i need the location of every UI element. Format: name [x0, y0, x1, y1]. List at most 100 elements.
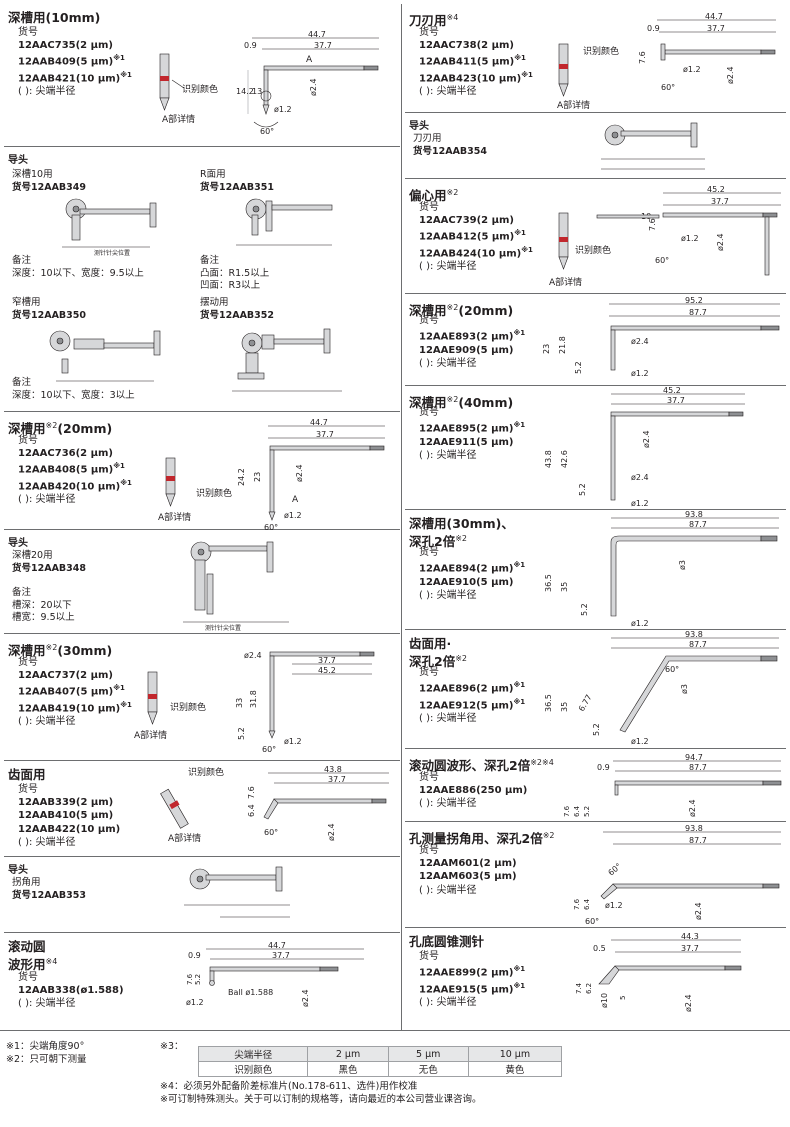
tip-color-table: 尖端半径 2 μm 5 μm 10 μm 识别颜色 黑色 无色 黄色: [197, 1046, 563, 1077]
svg-text:ø1.2: ø1.2: [284, 511, 302, 520]
svg-text:95.2: 95.2: [685, 296, 703, 305]
section-deep-groove-10mm: 深槽用(10mm) 货号 12AAC735(2 μm) 12AAB409(5 μ…: [4, 4, 400, 147]
svg-text:5.2: 5.2: [194, 974, 202, 985]
guide-d-drawing: [232, 328, 342, 392]
guide-b-notes: 备注 凸面：R1.5以上 凹面：R3以上: [200, 255, 270, 291]
svg-text:37.7: 37.7: [272, 951, 290, 960]
svg-text:ø2.4: ø2.4: [684, 994, 693, 1012]
footer-notes-bottom: ※4：必须另外配备阶差标准片(No.178-611、选件)用作校准 ※可订制特殊…: [160, 1081, 482, 1105]
stylus-drawing: 44.7 37.7 0.9 7.6 ø1.2 ø2.4 60°: [638, 12, 776, 92]
part-list: 货号 12AAE886(250 μm) ( ): 尖端半径: [419, 772, 528, 810]
part-list: 货号 12AAM601(2 μm) 12AAM603(5 μm) ( ): 尖端…: [419, 845, 517, 896]
id-color-label: 识别颜色: [182, 83, 218, 95]
footer-notes-left: ※1：尖端角度90° ※2：只可朝下测量: [6, 1041, 87, 1065]
svg-text:5.2: 5.2: [583, 806, 591, 817]
stylus-drawing: 44.3 37.7 0.5 7.4 6.2 5 ø10 ø2.4: [575, 932, 742, 1012]
guide-info: 深槽20用 货号12AAB348 备注 槽深：20以下 槽宽：9.5以上: [12, 550, 86, 623]
table-header-cell: 2 μm: [307, 1046, 389, 1062]
svg-text:37.7: 37.7: [681, 944, 699, 953]
table-cell: 黑色: [307, 1061, 389, 1077]
guide-c-drawing: [49, 330, 161, 382]
section-deep-groove-20mm: 深槽用※2(20mm) 货号 12AAC736(2 μm) 12AAB408(5…: [4, 412, 400, 532]
svg-text:ø2.4: ø2.4: [642, 430, 651, 448]
guide-d: 摆动用 货号12AAB352: [200, 297, 274, 321]
svg-text:45.2: 45.2: [318, 666, 336, 675]
section-gear-surface: 齿面用 货号 12AAB339(2 μm) 12AAB410(5 μm) 12A…: [4, 761, 400, 857]
section-title: 深槽用(30mm)、深孔2倍※2: [409, 516, 514, 550]
stylus-drawing: 94.7 87.7 0.9 7.6 6.4 5.2 ø2.4: [563, 753, 782, 817]
svg-text:ø2.4: ø2.4: [631, 473, 649, 482]
svg-text:0.9: 0.9: [647, 24, 660, 33]
svg-text:ø3: ø3: [680, 684, 689, 694]
svg-text:5.2: 5.2: [592, 723, 601, 736]
svg-text:43.8: 43.8: [544, 450, 553, 468]
svg-text:Ball ø1.588: Ball ø1.588: [228, 988, 273, 997]
svg-text:识别颜色: 识别颜色: [188, 766, 224, 778]
stylus-drawing: 44.7 37.7 0.9 7.6 5.2 ø1.2 Ball ø1.588 ø…: [186, 941, 364, 1007]
stylus-drawing: 93.8 87.7 36.5 35 6.77 5.2 ø3 ø1.2 60°: [544, 630, 779, 746]
svg-text:0.9: 0.9: [188, 951, 201, 960]
part-list: 货号 12AAC737(2 μm) 12AAB407(5 μm)※1 12AAB…: [18, 657, 132, 728]
guide-drawing: [184, 866, 290, 918]
section-title: 齿面用·深孔2倍※2: [409, 636, 467, 670]
svg-text:37.7: 37.7: [314, 41, 332, 50]
svg-text:ø2.4: ø2.4: [694, 902, 703, 920]
svg-text:识别颜色: 识别颜色: [575, 244, 611, 256]
svg-text:37.7: 37.7: [328, 775, 346, 784]
svg-text:ø1.2: ø1.2: [274, 105, 292, 114]
svg-text:45.2: 45.2: [707, 185, 725, 194]
section-cone-stylus: 孔底圆锥测针 货号 12AAE899(2 μm)※1 12AAE915(5 μm…: [405, 928, 786, 1022]
svg-text:识别颜色: 识别颜色: [196, 487, 232, 499]
a-detail-figure: A部详情 识别颜色: [159, 53, 218, 125]
section-gear-deep-hole: 齿面用·深孔2倍※2 货号 12AAE896(2 μm)※1 12AAE912(…: [405, 630, 786, 749]
section-title: 齿面用: [8, 767, 46, 782]
part-list: 货号 12AAC739(2 μm) 12AAB412(5 μm)※1 12AAB…: [419, 202, 533, 273]
svg-text:6.77: 6.77: [577, 693, 594, 713]
svg-text:测针针尖位置: 测针针尖位置: [94, 249, 130, 257]
section-title: 深槽用※2(20mm): [8, 421, 113, 437]
svg-text:42.6: 42.6: [560, 450, 569, 468]
part-list: 货号 12AAE894(2 μm)※1 12AAE910(5 μm) ( ): …: [419, 547, 526, 601]
svg-text:24.2: 24.2: [237, 468, 246, 486]
svg-text:7.6: 7.6: [247, 786, 256, 799]
section-guide-corner: 导头 拐角用 货号12AAB353: [4, 857, 400, 933]
svg-text:识别颜色: 识别颜色: [583, 45, 619, 57]
section-title: 深槽用※2(40mm): [409, 395, 514, 411]
section-title: 深槽用(10mm): [8, 10, 101, 25]
svg-text:ø2.4: ø2.4: [309, 78, 318, 96]
section-guide-deep20: 导头 深槽20用 货号12AAB348 备注 槽深：20以下 槽宽：9.5以上 …: [4, 530, 400, 634]
part-list: 货号 12AAC736(2 μm) 12AAB408(5 μm)※1 12AAB…: [18, 435, 132, 506]
svg-text:0.9: 0.9: [597, 763, 610, 772]
svg-text:A部详情: A部详情: [557, 99, 590, 111]
svg-text:21.8: 21.8: [558, 336, 567, 354]
svg-text:87.7: 87.7: [689, 308, 707, 317]
svg-text:5: 5: [619, 996, 627, 1000]
guide-a: 深槽10用 货号12AAB349: [12, 169, 86, 193]
svg-text:6.2: 6.2: [585, 983, 593, 994]
svg-text:93.8: 93.8: [685, 630, 703, 639]
stylus-drawing: 44.7 37.7 0.9 14.2 13 ø2.4 ø1.2 60° A: [236, 30, 379, 136]
svg-text:60°: 60°: [665, 665, 679, 674]
svg-text:44.7: 44.7: [268, 941, 286, 950]
svg-text:44.3: 44.3: [681, 932, 699, 941]
section-title: 滚动圆波形用※4: [8, 939, 58, 973]
section-title: 孔测量拐角用、深孔2倍※2: [409, 831, 555, 847]
svg-text:ø1.2: ø1.2: [631, 619, 649, 628]
svg-text:7.4: 7.4: [575, 982, 583, 994]
part-list: 货号 12AAC738(2 μm) 12AAB411(5 μm)※1 12AAB…: [419, 27, 533, 98]
part-list: 货号 12AAC735(2 μm) 12AAB409(5 μm)※1 12AAB…: [18, 26, 132, 99]
stylus-drawing: 43.8 37.7 7.6 6.4 ø2.4 60°: [247, 765, 389, 841]
section-title: 刀刃用※4: [409, 13, 459, 29]
svg-text:ø1.2: ø1.2: [683, 65, 701, 74]
svg-text:60°: 60°: [264, 828, 278, 837]
guide-c-notes: 备注 深度：10以下、宽度：3以上: [12, 377, 135, 401]
guide-info: 拐角用 货号12AAB353: [12, 877, 86, 901]
guide-a-drawing: 测针针尖位置: [62, 198, 157, 257]
svg-text:A部详情: A部详情: [134, 729, 167, 741]
svg-text:7.6: 7.6: [563, 805, 571, 817]
part-list: 货号 12AAE899(2 μm)※1 12AAE915(5 μm)※1 ( )…: [419, 951, 526, 1009]
section-title: 偏心用※2: [409, 188, 459, 204]
svg-text:7.6: 7.6: [573, 898, 581, 910]
svg-text:13: 13: [252, 87, 262, 96]
svg-text:测针针尖位置: 测针针尖位置: [205, 624, 241, 632]
